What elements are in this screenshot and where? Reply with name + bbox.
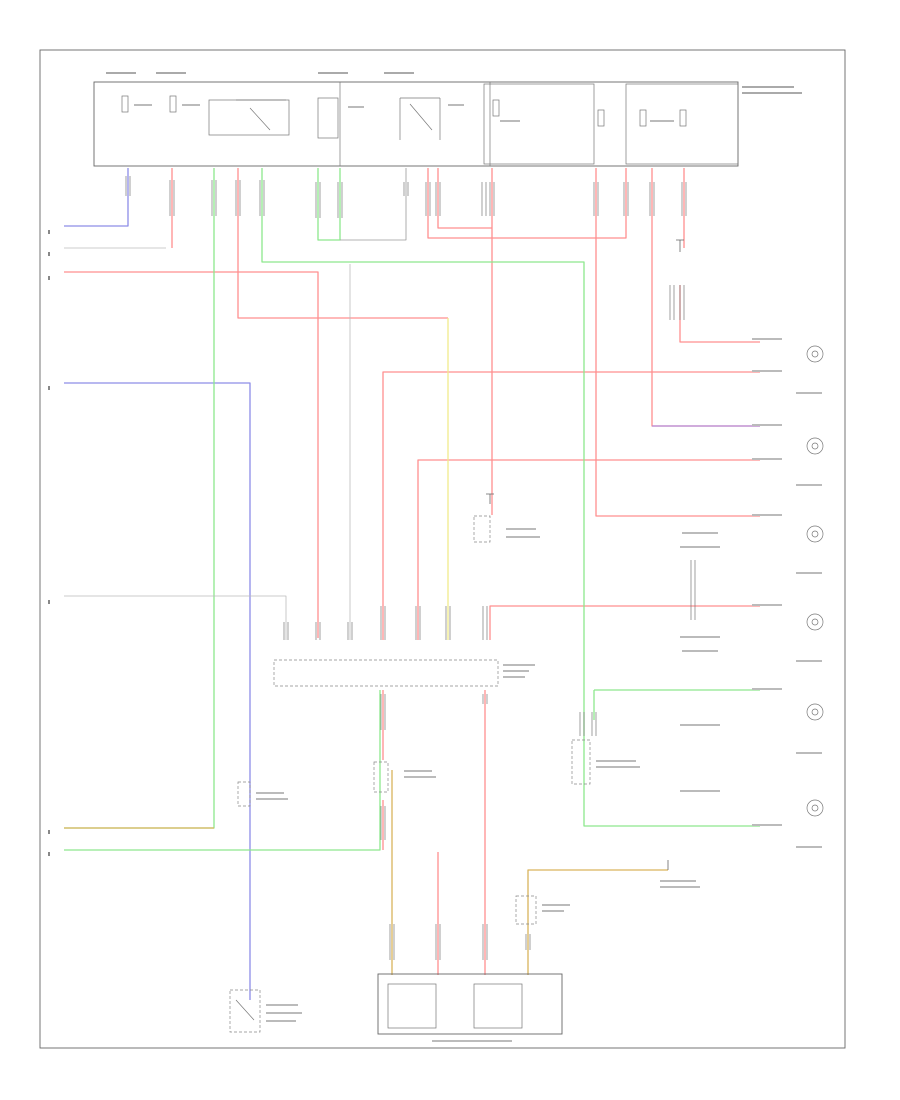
lamps-right (796, 345, 824, 848)
wire-green-fuse (64, 168, 215, 829)
lamp-symbol-2 (806, 437, 824, 455)
junction-connector-mid (373, 761, 436, 793)
wire-blue-mid (64, 382, 251, 1000)
left-terminals (48, 230, 50, 856)
junction-connector-left (237, 781, 288, 807)
wire-red-rb1 (382, 371, 760, 640)
wire-tan-right (527, 869, 668, 975)
wire-grey-top (340, 168, 407, 241)
junction-block-top (93, 72, 802, 167)
connector-pins (125, 176, 696, 960)
ground-symbols (486, 239, 684, 870)
switch-bottom-left (229, 989, 302, 1033)
lamp-symbol-5 (806, 703, 824, 721)
wire-red-right1 (651, 168, 760, 427)
wire-red-left (64, 271, 319, 638)
junction-connector-upper (473, 515, 540, 543)
wire-red-loop2 (437, 168, 492, 229)
junction-connector-right (571, 739, 640, 785)
lamp-symbol-6 (806, 799, 824, 817)
wires (64, 168, 760, 1000)
sensor-switch (515, 880, 700, 925)
wire-red-loop (427, 168, 627, 239)
wire-green-relay (261, 168, 760, 827)
wire-blue-top (64, 168, 129, 227)
right-terminals (680, 338, 782, 826)
lamp-symbol-1 (806, 345, 824, 363)
lamp-symbol-3 (806, 525, 824, 543)
lamp-symbol-4 (806, 613, 824, 631)
wire-red-relay (237, 168, 448, 319)
junction-connector-center (273, 659, 535, 687)
wire-red-lb1 (417, 459, 760, 640)
wire-red-right2 (595, 168, 760, 517)
wire-green-bottom (64, 690, 381, 851)
wire-grey-wht (64, 595, 287, 640)
combination-meter (377, 973, 563, 1042)
diagram-frame (39, 49, 846, 1049)
wire-green-loop (317, 168, 341, 241)
wire-red-lb2 (489, 605, 760, 640)
wire-red-rb2 (679, 285, 760, 343)
